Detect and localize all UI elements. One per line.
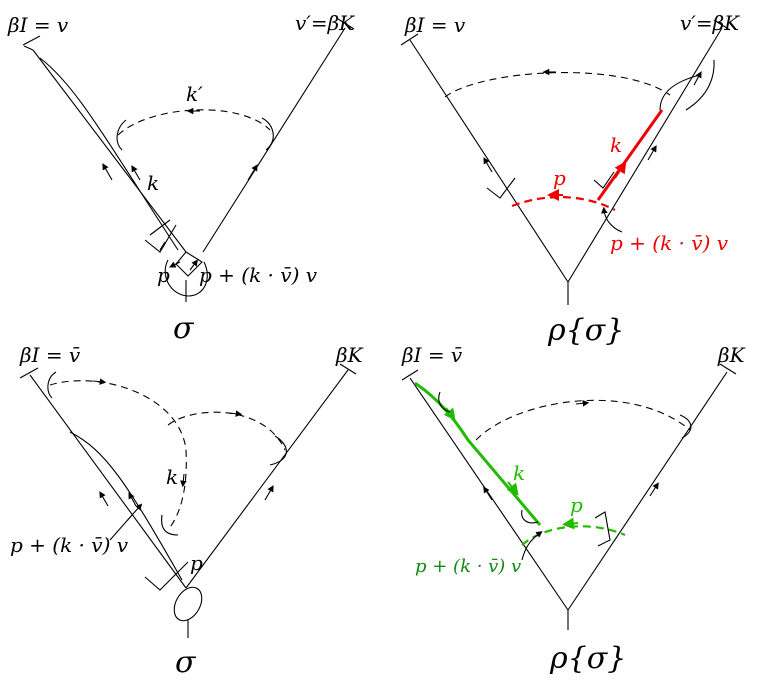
label-p: p <box>553 166 566 190</box>
gluon-line-inner <box>69 431 183 581</box>
endcap-left <box>22 35 41 51</box>
pointer-p-shift <box>601 206 623 233</box>
label-beta-k: v′=βK <box>680 11 740 35</box>
label-k: k <box>147 171 159 195</box>
wilson-line-right <box>202 27 346 253</box>
label-p-shift: p + (k · v̄) v <box>10 533 129 557</box>
label-beta-k: βK <box>717 343 746 367</box>
wilson-line-right <box>567 371 728 611</box>
arrow-right <box>649 482 659 497</box>
endcap-left <box>19 367 39 379</box>
arrow-left-1 <box>102 163 113 181</box>
arrow-left-2 <box>131 165 141 181</box>
label-p-shift: p + (k · v̄) v <box>199 263 318 287</box>
wilson-line-left <box>32 49 187 253</box>
endcap-left <box>400 33 419 46</box>
vertex-loop <box>164 259 208 297</box>
arrow-dashed-left <box>92 378 107 385</box>
bracket-mid <box>149 219 171 236</box>
red-dashed-arc-p <box>511 196 616 211</box>
label-vertex-rho: ρ{σ} <box>547 313 624 348</box>
dashed-arc-left <box>49 380 187 531</box>
wilson-line-left <box>409 377 569 611</box>
bracket-left <box>486 177 516 199</box>
arrow-right <box>247 164 258 181</box>
pointer-p-shift <box>521 531 543 561</box>
vertex-diamond <box>175 251 203 277</box>
pointer-p-shift <box>109 503 143 541</box>
arrow-left-1 <box>99 491 109 507</box>
vertex-ellipse <box>173 586 203 622</box>
endcap-right <box>713 19 731 31</box>
vertex-arrow-p <box>169 261 181 268</box>
gluon-line-k <box>39 57 179 251</box>
arrow-right <box>647 145 657 161</box>
endcap-right <box>339 363 357 375</box>
label-vertex-sigma: σ <box>175 645 197 680</box>
dashed-arc-top <box>475 399 691 441</box>
red-arrow-k <box>614 161 627 179</box>
panel-top-left: βI = v v′=βK k′ k p p + (k · v̄) v σ <box>7 11 355 346</box>
arrow-left <box>483 486 493 501</box>
label-p: p <box>570 493 583 517</box>
label-p-shift: p + (k · v̄) v <box>415 556 521 577</box>
wilson-line-left <box>409 39 569 283</box>
red-line-k <box>596 109 664 201</box>
label-p: p <box>190 551 203 575</box>
arrow-upper-right <box>693 71 702 86</box>
label-vertex-rho: ρ{σ} <box>549 641 626 676</box>
label-k: k <box>166 465 178 489</box>
label-beta-k: v′=βK <box>295 11 355 35</box>
label-beta-i: βI = v <box>404 13 466 37</box>
cut-arc-left <box>438 391 451 413</box>
cut-right-arc <box>261 117 274 151</box>
cut-arc-right <box>679 414 692 439</box>
wilson-line-left <box>29 374 187 589</box>
label-p-shift: p + (k · v̄) v <box>610 231 729 255</box>
label-beta-i: βI = v̄ <box>401 343 463 367</box>
dashed-arc-top <box>444 72 671 98</box>
bracket-red-k <box>593 171 615 189</box>
endcap-left <box>401 369 419 381</box>
panel-top-right: βI = v v′=βK k p p + (k · v̄) v ρ{σ} <box>400 11 740 348</box>
endcap-right <box>337 18 355 30</box>
bracket-lower <box>144 561 189 591</box>
label-beta-i: βI = v <box>7 13 69 37</box>
arrow-left-2 <box>128 492 137 507</box>
label-vertex-sigma: σ <box>173 311 195 346</box>
cut-arc-mid <box>161 514 179 536</box>
label-k-prime: k′ <box>186 82 203 106</box>
panel-bottom-right: βI = v̄ βK k p p + (k · v̄) v ρ{σ} <box>401 343 746 676</box>
arrow-dashed-k <box>180 473 187 488</box>
arrow-right <box>264 485 274 501</box>
green-arrow-p <box>562 517 579 530</box>
label-beta-k: βK <box>335 343 364 367</box>
cut-left-arc <box>116 119 127 151</box>
vertex-arrow-ps <box>189 259 198 271</box>
cut-arc-upper <box>659 59 715 111</box>
green-arrow-k <box>506 481 519 496</box>
arrow-left <box>483 157 493 173</box>
cut-arc-right <box>269 435 287 466</box>
green-dashed-arc-p <box>521 525 626 546</box>
label-p: p <box>157 263 170 287</box>
dashed-arc-kprime <box>117 109 271 136</box>
wilson-line-right <box>567 27 723 283</box>
bracket-lower <box>144 224 177 253</box>
label-beta-i: βI = v̄ <box>19 343 81 367</box>
green-line-k <box>414 381 542 526</box>
arrow-top-arc <box>575 400 590 407</box>
bracket-green-k <box>521 509 539 524</box>
bracket-right <box>594 511 611 547</box>
label-k: k <box>513 461 525 485</box>
cut-arc-top <box>47 371 57 399</box>
wilson-line-right <box>185 369 349 589</box>
panel-bottom-left: βI = v̄ βK k p p + (k · v̄) v σ <box>10 343 364 680</box>
endcap-right <box>719 363 737 375</box>
label-k: k <box>610 133 622 157</box>
arrow-dashed-right <box>228 410 243 417</box>
